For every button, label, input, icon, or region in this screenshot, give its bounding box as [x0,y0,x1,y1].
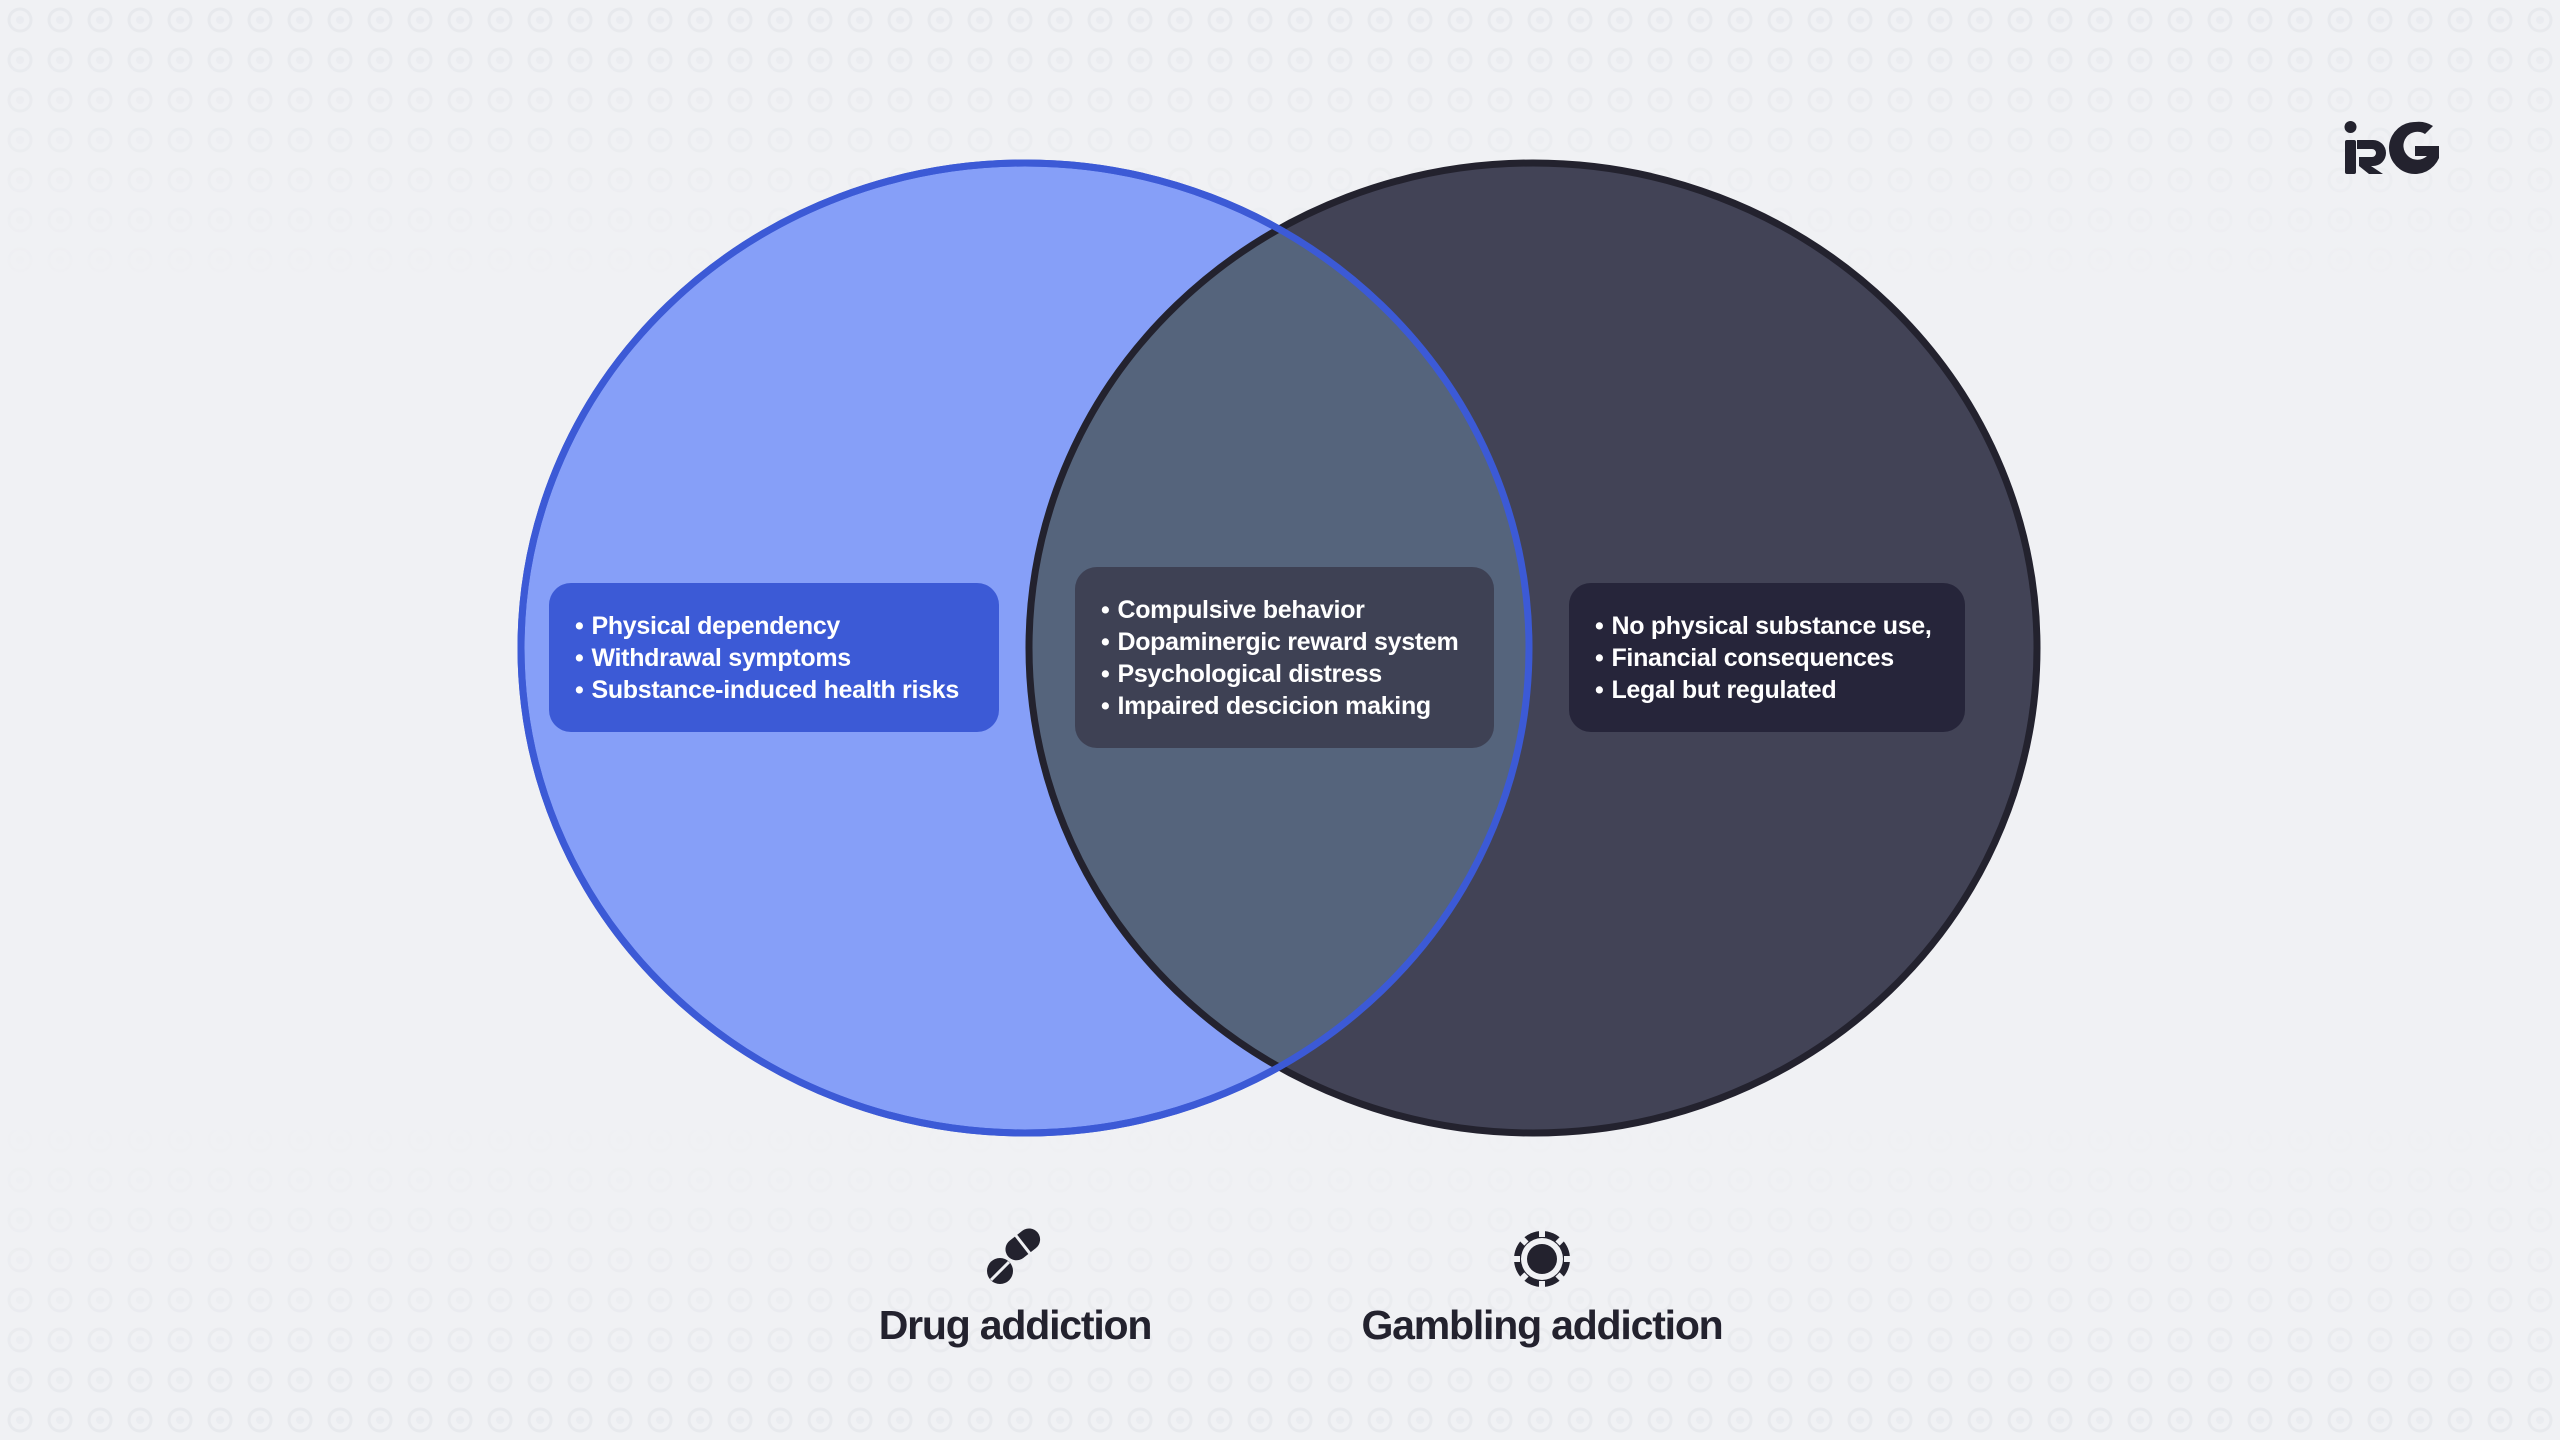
list-item: Psychological distress [1101,658,1494,690]
list-item: Compulsive behavior [1101,594,1494,626]
drug-only-traits-box: Physical dependency Withdrawal symptoms … [549,583,999,732]
list-item: Financial consequences [1595,642,1965,674]
list-item: Substance-induced health risks [575,674,999,706]
rg-logo [2344,121,2439,174]
shared-traits-list: Compulsive behavior Dopaminergic reward … [1101,594,1494,722]
gambling-addiction-label: Gambling addiction [1361,1302,1723,1348]
drug-circle-inner-arc [517,159,1533,1137]
shared-traits-box: Compulsive behavior Dopaminergic reward … [1075,567,1494,748]
list-item: Withdrawal symptoms [575,642,999,674]
list-item: Physical dependency [575,610,999,642]
gambling-only-traits-list: No physical substance use, Financial con… [1595,610,1965,706]
casino-chip-icon [1511,1228,1573,1290]
drug-only-traits-list: Physical dependency Withdrawal symptoms … [575,610,999,706]
list-item: Legal but regulated [1595,674,1965,706]
gambling-circle-outline [1025,159,2041,1137]
list-item: No physical substance use, [1595,610,1965,642]
overlap-region [1029,163,1529,1133]
list-item: Impaired descicion making [1101,690,1494,722]
pills-icon [987,1228,1041,1284]
list-item: Dopaminergic reward system [1101,626,1494,658]
drug-addiction-label: Drug addiction [878,1302,1153,1348]
gambling-only-traits-box: No physical substance use, Financial con… [1569,583,1965,732]
